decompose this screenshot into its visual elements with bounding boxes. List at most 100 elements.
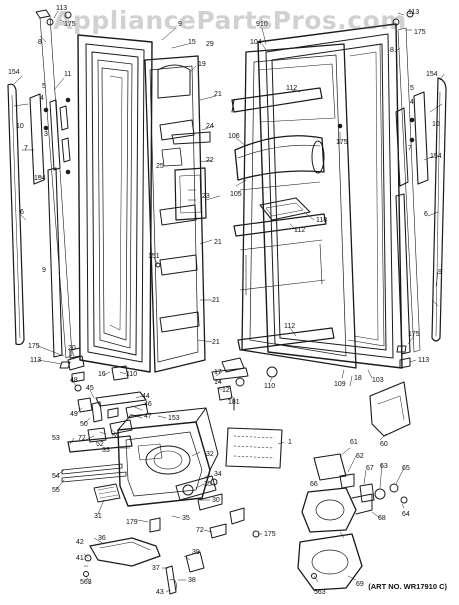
dispenser-motor xyxy=(301,487,373,533)
callout-c154-r2: 154 xyxy=(430,153,442,160)
callout-c65: 65 xyxy=(402,465,410,472)
callout-c175-m: 175 xyxy=(336,139,348,146)
small-fasteners-left xyxy=(43,11,161,369)
callout-c43: 43 xyxy=(156,589,164,596)
callout-c51: 51 xyxy=(112,433,120,440)
fresh-food-door-outer xyxy=(257,23,403,369)
callout-c563-a: 563 xyxy=(80,579,92,586)
callout-c55: 55 xyxy=(52,487,60,494)
callout-c113-tl: 113 xyxy=(56,5,67,12)
callout-c179: 179 xyxy=(126,519,138,526)
callout-c37: 37 xyxy=(152,565,160,572)
freezer-door-handle xyxy=(29,93,71,185)
callout-c44: 44 xyxy=(142,393,150,400)
freezer-door-outer xyxy=(77,34,153,373)
callout-c35-a: 35 xyxy=(204,481,212,488)
dispenser-actuator xyxy=(149,475,260,539)
callout-c5-r: 5 xyxy=(410,85,414,92)
callout-c24: 24 xyxy=(206,123,214,130)
callout-c21-c: 21 xyxy=(212,297,220,304)
callout-c45: 45 xyxy=(86,385,94,392)
callout-c151: 151 xyxy=(148,253,160,260)
ice-chute-parts xyxy=(313,453,408,504)
callout-c31: 31 xyxy=(94,513,102,520)
callout-c19: 19 xyxy=(198,61,206,68)
callout-c42: 42 xyxy=(76,539,84,546)
callout-c9-l: 9 xyxy=(42,267,46,274)
callout-c112-b: 112 xyxy=(294,227,305,234)
callout-c14: 14 xyxy=(214,379,222,386)
callout-c69: 69 xyxy=(356,581,364,588)
callout-c15: 15 xyxy=(188,39,196,46)
callout-c67: 67 xyxy=(366,465,374,472)
callout-c6-l: 6 xyxy=(20,209,24,216)
callout-c106: 106 xyxy=(228,133,240,140)
icemaker-panel xyxy=(225,427,283,469)
callout-c563-b: 563 xyxy=(314,589,326,596)
callout-c105: 105 xyxy=(230,191,242,198)
door-shelf-bars xyxy=(231,87,335,351)
callout-c17: 17 xyxy=(214,369,222,376)
callout-c110-b: 110 xyxy=(264,383,275,390)
callout-c54: 54 xyxy=(52,473,60,480)
callout-c72-a: 72 xyxy=(78,435,86,442)
dairy-compartment xyxy=(234,135,325,181)
callout-c61: 61 xyxy=(350,439,358,446)
callout-c53: 53 xyxy=(52,435,60,442)
callout-c52: 52 xyxy=(96,441,104,448)
callout-c112-a: 112 xyxy=(286,85,297,92)
callout-c68: 68 xyxy=(378,515,386,522)
callout-c18: 18 xyxy=(354,375,362,382)
callout-c30: 30 xyxy=(212,497,220,504)
callout-c47: 47 xyxy=(144,413,152,420)
callout-c34: 34 xyxy=(214,471,222,478)
callout-c9-top: 9 xyxy=(178,21,182,28)
callout-c20: 20 xyxy=(68,345,76,352)
callout-c1: 1 xyxy=(288,439,292,446)
callout-c23: 23 xyxy=(202,193,210,200)
callout-c175-r: 175 xyxy=(408,331,420,338)
callout-c10-r: 10 xyxy=(432,121,440,128)
callout-c104: 104 xyxy=(250,39,262,46)
egg-tray xyxy=(259,197,311,221)
door-bin-walls xyxy=(239,181,326,296)
callout-c35-b: 35 xyxy=(182,515,190,522)
callout-c3: 3 xyxy=(44,131,48,138)
watermark-text: AppliancePartsPros.com xyxy=(53,6,407,35)
callout-c11: 11 xyxy=(64,71,71,78)
small-fasteners-right xyxy=(337,10,415,369)
callout-c48: 48 xyxy=(70,377,78,384)
callout-c109: 109 xyxy=(334,381,346,388)
callout-c154-l2: 154 xyxy=(34,175,46,182)
callout-c21-d: 21 xyxy=(212,339,220,346)
callout-c910: 910 xyxy=(256,21,268,28)
callout-c4: 4 xyxy=(40,95,44,102)
callout-c9-r: 9 xyxy=(438,269,442,276)
fresh-food-door-liner xyxy=(241,43,357,369)
dispenser-lever xyxy=(83,537,205,595)
ice-crusher-housing xyxy=(297,533,363,591)
dispenser-housing xyxy=(117,407,219,507)
callout-c6-r: 6 xyxy=(424,211,428,218)
callout-c12: 12 xyxy=(222,387,230,394)
callout-c39: 39 xyxy=(192,549,200,556)
callout-c8-r: 8 xyxy=(390,47,394,54)
callout-c154-r: 154 xyxy=(426,71,438,78)
callout-c113-l: 113 xyxy=(30,357,41,364)
callout-c5: 5 xyxy=(42,83,46,90)
callout-c46: 46 xyxy=(144,401,152,408)
callout-c175-tl: 175 xyxy=(64,21,76,28)
dispenser-linkage xyxy=(77,391,149,443)
callout-c66: 66 xyxy=(310,481,318,488)
callout-c21-b: 21 xyxy=(214,239,222,246)
callout-c153: 153 xyxy=(168,415,180,422)
callout-c175-b: 175 xyxy=(264,531,276,538)
freezer-door-trim-strips xyxy=(7,9,73,359)
callout-c8: 8 xyxy=(38,39,42,46)
callout-c72-b: 72 xyxy=(196,527,204,534)
callout-c113-r: 113 xyxy=(418,357,429,364)
callout-c16: 16 xyxy=(98,371,106,378)
